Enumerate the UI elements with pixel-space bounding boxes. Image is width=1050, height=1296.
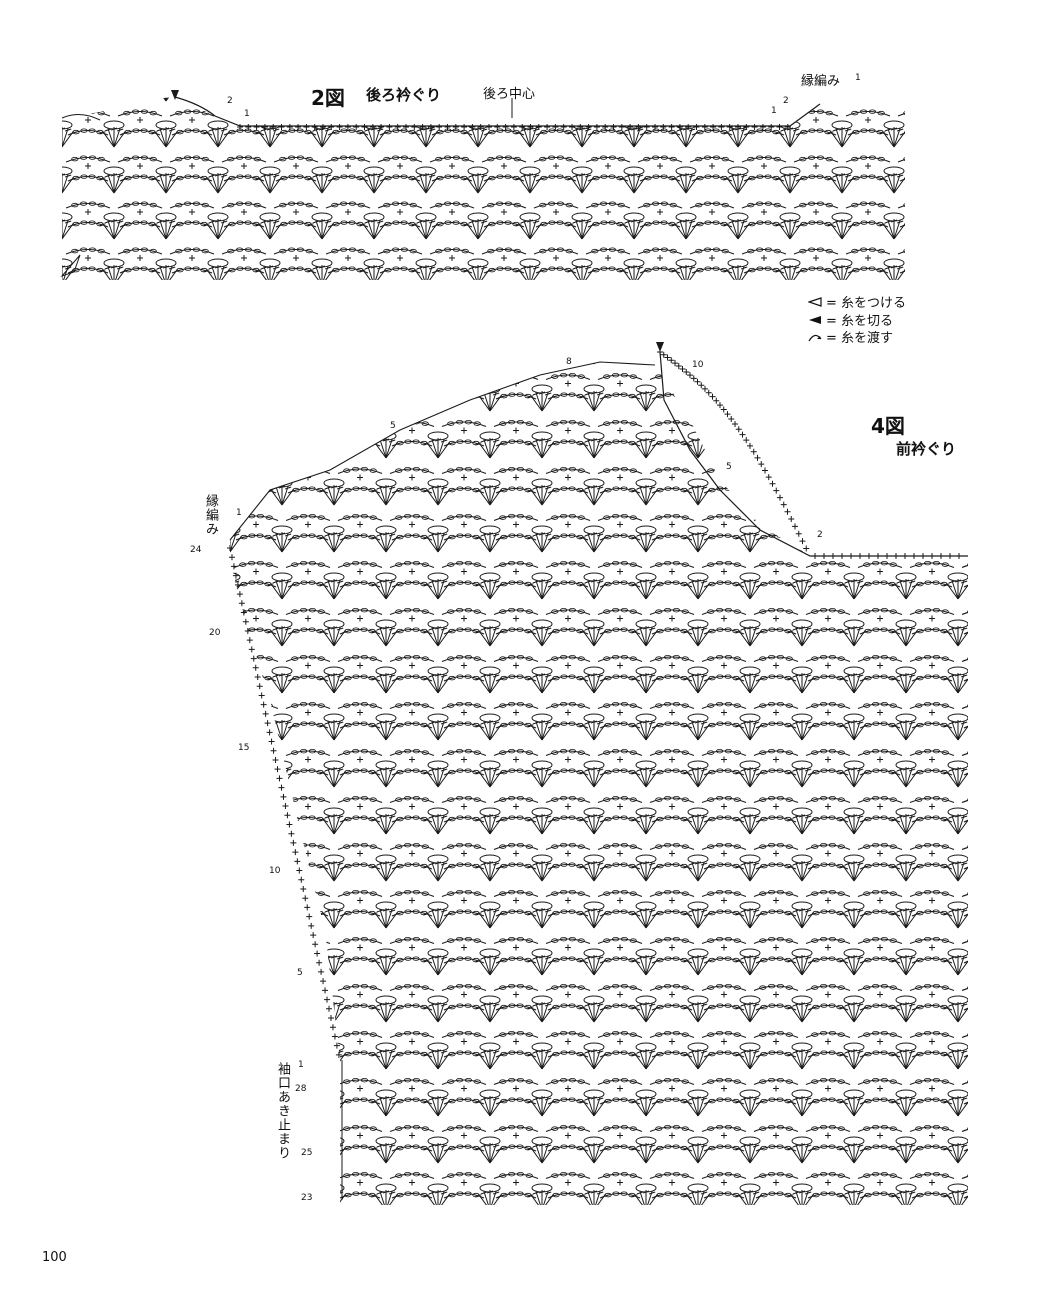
figure4-cuff-opening-label: 袖口あき止まり xyxy=(275,1062,290,1160)
figure4-edging-label: 縁編み xyxy=(203,494,218,536)
figure4-neck-row-number: 8 xyxy=(566,357,572,367)
figure2-title: 後ろ衿ぐり xyxy=(366,86,442,104)
figure2-row-number: 1 xyxy=(244,109,250,119)
figure4-neck-row-number: 10 xyxy=(692,360,704,370)
cut-yarn-icon xyxy=(171,90,179,100)
legend-cut-yarn: = 糸を切る xyxy=(808,310,893,329)
figure4-neck-row-number: 5 xyxy=(726,462,732,472)
figure4-side-row-number: 10 xyxy=(269,866,281,876)
page-number: 100 xyxy=(42,1250,67,1265)
figure2-row-number: 2 xyxy=(783,96,789,106)
figure4-side-row-number: 15 xyxy=(238,743,250,753)
figure4-neck-row-number: 5 xyxy=(390,421,396,431)
figure4-stitch-pattern xyxy=(230,362,968,1205)
legend-cut-yarn-label: = 糸を切る xyxy=(826,314,894,329)
figure4-neck-row-number: 2 xyxy=(817,530,823,540)
carry-yarn-icon xyxy=(61,114,101,121)
figure4-side-row-number: 20 xyxy=(209,628,221,638)
figure2-back-center-label: 後ろ中心 xyxy=(483,87,536,102)
cut-yarn-icon xyxy=(656,342,664,352)
figure2-edging-label: 縁編み xyxy=(801,74,841,89)
figure2-stitch-pattern xyxy=(62,97,905,280)
figure4-cuff-row-number: 23 xyxy=(301,1193,313,1203)
figure2-edging xyxy=(60,90,821,278)
legend-carry-yarn-label: = 糸を渡す xyxy=(826,331,894,346)
figure4-number: 4図 xyxy=(871,414,905,438)
figure4-cuff-row-number: 25 xyxy=(301,1148,313,1158)
figure4-side-row-number: 1 xyxy=(298,1060,304,1070)
figure4-side-row-number: 24 xyxy=(190,545,202,555)
figure4-title: 前衿ぐり xyxy=(896,440,957,458)
figure4-edging xyxy=(227,342,968,1200)
figure2-number: 2図 xyxy=(311,86,345,110)
figure4-neck-row-number: 1 xyxy=(236,508,242,518)
figure4-side-row-number: 5 xyxy=(297,968,303,978)
cut-yarn-icon xyxy=(809,315,821,324)
figure2-row-number: 1 xyxy=(855,73,861,83)
figure2-row-number: 2 xyxy=(227,96,233,106)
legend-carry-yarn: = 糸を渡す xyxy=(808,327,893,346)
carry-yarn-icon xyxy=(808,334,822,341)
attach-yarn-icon xyxy=(60,254,81,278)
figure4-cuff-row-number: 28 xyxy=(295,1084,307,1094)
figure2-row-number: 1 xyxy=(771,106,777,116)
attach-yarn-icon xyxy=(808,296,822,307)
legend-attach-yarn-label: = 糸をつける xyxy=(826,296,907,311)
legend-attach-yarn: = 糸をつける xyxy=(808,292,906,311)
